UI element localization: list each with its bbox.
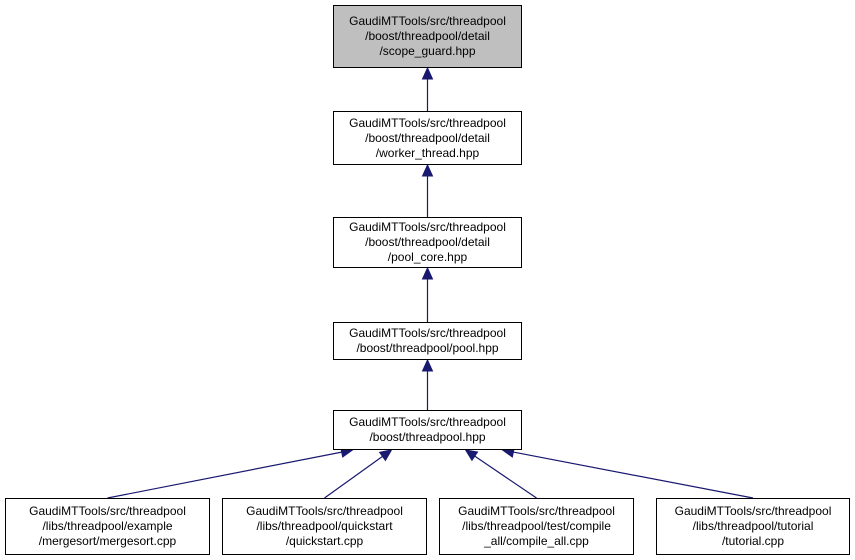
edge-line [107,451,342,499]
node-scope-guard-hpp[interactable]: GaudiMTTools/src/threadpool /boost/threa… [333,5,522,68]
node-line: GaudiMTTools/src/threadpool [246,504,403,518]
node-line: GaudiMTTools/src/threadpool [349,220,506,234]
node-line: /scope_guard.hpp [379,44,476,58]
node-line: /boost/threadpool/pool.hpp [356,341,499,355]
node-line: GaudiMTTools/src/threadpool [674,504,832,518]
node-line: GaudiMTTools/src/threadpool [349,115,506,130]
node-line: _all/compile_all.cpp [484,534,589,548]
node-line: GaudiMTTools/src/threadpool [29,504,186,518]
node-line: /worker_thread.hpp [375,145,480,160]
node-mergesort-cpp[interactable]: GaudiMTTools/src/threadpool /libs/thread… [5,498,210,555]
edge-quickstart-to-threadpool [324,449,393,499]
node-pool-core-hpp[interactable]: GaudiMTTools/src/threadpool /boost/threa… [333,217,522,268]
edge-worker_thread-to-scope_guard [421,66,434,111]
edge-pool_core-to-worker_thread [421,163,434,217]
node-line: /libs/threadpool/test/compile [462,519,611,533]
node-line: /tutorial.cpp [721,534,785,548]
node-line: GaudiMTTools/src/threadpool [458,504,615,518]
node-tutorial-cpp[interactable]: GaudiMTTools/src/threadpool /libs/thread… [656,498,850,555]
arrowhead-icon [464,449,479,462]
node-line: /pool_core.hpp [387,250,468,264]
node-line: /boost/threadpool/detail [365,29,490,43]
node-line: /libs/threadpool/quickstart [256,519,393,533]
node-worker-thread-hpp[interactable]: GaudiMTTools/src/threadpool /boost/threa… [333,111,522,165]
arrowhead-icon [421,358,434,372]
edge-line [474,455,537,499]
node-threadpool-hpp[interactable]: GaudiMTTools/src/threadpool /boost/threa… [333,410,522,450]
node-line: /libs/threadpool/tutorial [692,519,814,533]
node-line: GaudiMTTools/src/threadpool [349,415,506,429]
arrowhead-icon [421,163,434,177]
node-line: /boost/threadpool/detail [365,235,490,249]
arrowhead-icon [421,266,434,280]
node-compile-all-cpp[interactable]: GaudiMTTools/src/threadpool /libs/thread… [439,498,634,555]
node-line: /libs/threadpool/example [42,519,173,533]
node-line: GaudiMTTools/src/threadpool [349,14,506,28]
node-line: /boost/threadpool/detail [365,130,490,145]
node-line: GaudiMTTools/src/threadpool [349,326,506,340]
edge-tutorial-to-threadpool [501,446,754,499]
edge-line [513,451,754,499]
node-line: /boost/threadpool.hpp [369,430,486,444]
node-pool-hpp[interactable]: GaudiMTTools/src/threadpool /boost/threa… [333,322,522,360]
edge-pool-to-pool_core [421,266,434,322]
node-quickstart-cpp[interactable]: GaudiMTTools/src/threadpool /libs/thread… [222,498,427,555]
arrowhead-icon [421,66,434,80]
edge-threadpool-to-pool [421,358,434,410]
edge-mergesort-to-threadpool [107,446,354,499]
edge-compile_all-to-threadpool [464,449,537,499]
node-line: /mergesort/mergesort.cpp [38,534,177,548]
node-line: /quickstart.cpp [285,534,364,548]
edge-line [324,455,383,499]
arrowhead-icon [378,449,393,462]
